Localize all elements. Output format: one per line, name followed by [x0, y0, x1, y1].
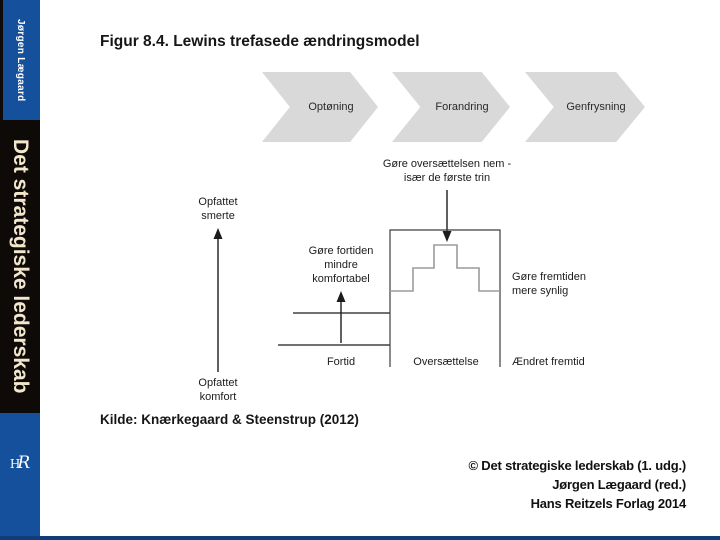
axis-arrow-head	[213, 228, 223, 239]
axis-label-perceived-comfort: Opfattet komfort	[198, 377, 238, 403]
copyright-footer: © Det strategiske lederskab (1. udg.) Jø…	[468, 456, 687, 513]
zone-label-past: Fortid	[326, 356, 356, 368]
spine-author-text: Jørgen Lægaard	[15, 18, 26, 102]
bottom-accent-strip	[0, 536, 720, 540]
figure-title: Figur 8.4. Lewins trefasede ændringsmode…	[100, 33, 420, 50]
zone-label-translation: Oversættelse	[413, 356, 479, 368]
phase-label: Genfrysning	[566, 101, 626, 113]
axis-label-perceived-pain: Opfattet smerte	[198, 196, 238, 222]
past-arrow-head	[336, 291, 346, 302]
phase-label: Forandring	[435, 101, 489, 113]
book-spine-sidebar: Jørgen Lægaard Det strategiske lederskab…	[0, 0, 40, 540]
zone-label-changed-future: Ændret fremtid	[512, 356, 585, 368]
spine-author-section: Jørgen Lægaard	[0, 0, 40, 120]
translation-box	[389, 229, 501, 367]
annotation-make-translation-easy: Gøre oversættelsen nem - især de første …	[382, 158, 512, 184]
annotation-make-past-uncomfortable: Gøre fortiden mindre komfortabel	[308, 245, 374, 285]
hans-reitzels-logo-icon: HR	[0, 453, 40, 473]
logo-letter-h: H	[9, 457, 21, 471]
source-caption: Kilde: Knærkegaard & Steenstrup (2012)	[100, 412, 359, 427]
spine-title-section: Det strategiske lederskab	[0, 120, 40, 413]
footer-line-editor: Jørgen Lægaard (red.)	[552, 477, 686, 492]
spine-book-title-text: Det strategiske lederskab	[9, 139, 32, 394]
footer-line-book: © Det strategiske lederskab (1. udg.)	[468, 458, 687, 473]
spine-edge-strip	[0, 0, 3, 413]
phase-label: Optøning	[308, 101, 354, 113]
logo-letter-r: R	[17, 453, 31, 473]
footer-line-publisher: Hans Reitzels Forlag 2014	[530, 496, 687, 511]
phase-chevron-genfrysning: Genfrysning	[525, 72, 645, 142]
annotation-make-future-visible: Gøre fremtiden mere synlig	[512, 271, 586, 297]
staircase-steps	[390, 244, 500, 292]
phase-chevron-optoning: Optøning	[262, 72, 378, 142]
translation-arrow-head	[442, 231, 452, 242]
phase-chevron-forandring: Forandring	[392, 72, 510, 142]
spine-publisher-section: HR	[0, 413, 40, 536]
